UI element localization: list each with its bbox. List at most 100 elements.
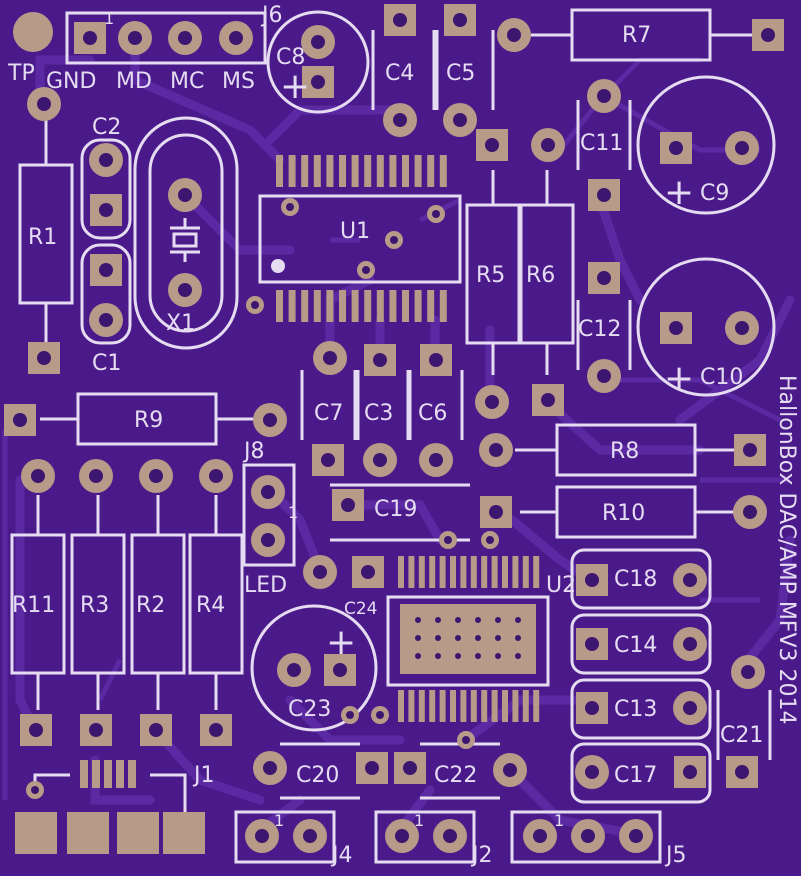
pad-drill — [585, 701, 599, 715]
thermal-via — [495, 653, 501, 659]
label-c3: C3 — [364, 401, 393, 426]
via-drill — [346, 711, 354, 719]
u2-pin-bottom — [398, 690, 404, 722]
u1-pin-bottom — [276, 290, 283, 322]
pad-drill — [373, 353, 387, 367]
pad-drill — [597, 271, 611, 285]
thermal-via — [515, 653, 521, 659]
u1-pin-bottom — [364, 290, 372, 322]
label-gnd: GND — [46, 69, 96, 94]
u2-pin-top — [481, 556, 488, 588]
u2-thermal-pad — [400, 604, 536, 674]
label-c11: C11 — [580, 131, 623, 156]
label-j2-pin1: 1 — [414, 811, 424, 830]
label-led: LED — [244, 573, 287, 598]
label-r1: R1 — [28, 225, 57, 250]
pad-drill — [489, 443, 503, 457]
pad-drill — [99, 153, 113, 167]
label-c14: C14 — [614, 633, 657, 658]
pad-drill — [683, 701, 697, 715]
c9-plus: + — [664, 172, 694, 213]
pad-drill — [323, 351, 337, 365]
pad-drill — [209, 723, 223, 737]
u1-pin-top — [414, 155, 422, 187]
pad-drill — [89, 723, 103, 737]
u2-pin-bottom — [418, 690, 425, 722]
label-c7: C7 — [314, 401, 343, 426]
u2-pin-top — [502, 556, 508, 588]
u1-pin-top — [339, 155, 346, 187]
pad-drill — [178, 283, 192, 297]
u1-pin-top — [288, 155, 296, 187]
pad-drill — [311, 75, 325, 89]
pad-drill — [261, 485, 275, 499]
pad-drill — [37, 351, 51, 365]
u1-pin-bottom — [313, 290, 321, 322]
u1-pin-bottom — [351, 290, 359, 322]
pad-drill — [485, 138, 499, 152]
via-drill — [362, 266, 370, 274]
pad-drill — [149, 469, 163, 483]
j1-usb-pads — [15, 760, 205, 854]
thermal-via — [475, 617, 481, 623]
label-j1: J1 — [192, 763, 215, 788]
pad-drill — [597, 188, 611, 202]
c10-plus: + — [664, 358, 694, 399]
designators: TP GND MD MC MS J6 1 C8 C4 C5 R7 C2 R1 C… — [7, 3, 763, 868]
label-c21: C21 — [720, 723, 763, 748]
pad-drill — [321, 453, 335, 467]
label-c10: C10 — [700, 365, 743, 390]
thermal-via — [415, 653, 421, 659]
label-c19: C19 — [374, 497, 417, 522]
label-c8: C8 — [276, 45, 305, 70]
u2-pin-top — [522, 556, 529, 588]
u2-pin-top — [408, 556, 415, 588]
u2-pin-top — [491, 556, 498, 588]
u1-pin-top — [439, 155, 447, 187]
pad-drill — [453, 113, 467, 127]
u2-pin-bottom — [460, 690, 467, 722]
pad-drill — [735, 321, 749, 335]
u1-pin-top — [351, 155, 359, 187]
pad-drill — [261, 533, 275, 547]
u1-pin-bottom — [402, 290, 409, 322]
pad-drill — [743, 505, 757, 519]
label-r11: R11 — [12, 593, 55, 618]
u1-pin-top — [326, 155, 334, 187]
pad-drill — [541, 138, 555, 152]
label-ms: MS — [222, 69, 255, 94]
thermal-via — [515, 617, 521, 623]
pad-drill — [597, 369, 611, 383]
label-c4: C4 — [385, 61, 414, 86]
u1-pin-bottom — [376, 290, 384, 322]
label-r6: R6 — [526, 263, 555, 288]
pad-drill — [443, 829, 457, 843]
label-c24: C24 — [344, 599, 378, 619]
label-r7: R7 — [622, 23, 651, 48]
vias — [26, 198, 499, 799]
pad-drill — [178, 188, 192, 202]
pad-drill — [313, 565, 327, 579]
thermal-via — [475, 653, 481, 659]
u1-pin-bottom — [414, 290, 422, 322]
u1-pin-bottom — [439, 290, 447, 322]
thermal-via — [475, 635, 481, 641]
label-j5-pin1: 1 — [554, 811, 564, 830]
u1-pin-bottom — [427, 290, 435, 322]
u1-pin-bottom — [301, 290, 309, 322]
u2-pin-bottom — [450, 690, 456, 722]
label-j8-pin1: 1 — [288, 503, 298, 522]
u2-pin-bottom — [481, 690, 488, 722]
pad-drill — [683, 765, 697, 779]
label-u1: U1 — [340, 219, 370, 244]
u1-pin-top — [364, 155, 372, 187]
label-mc: MC — [170, 69, 204, 94]
u2-pin-top — [398, 556, 404, 588]
u1-pin-top — [276, 155, 283, 187]
pad-drill — [629, 829, 643, 843]
via-drill — [486, 536, 494, 544]
pad-drill — [311, 35, 325, 49]
thermal-via — [455, 617, 461, 623]
pad-drill — [395, 829, 409, 843]
pad-drill — [13, 413, 27, 427]
